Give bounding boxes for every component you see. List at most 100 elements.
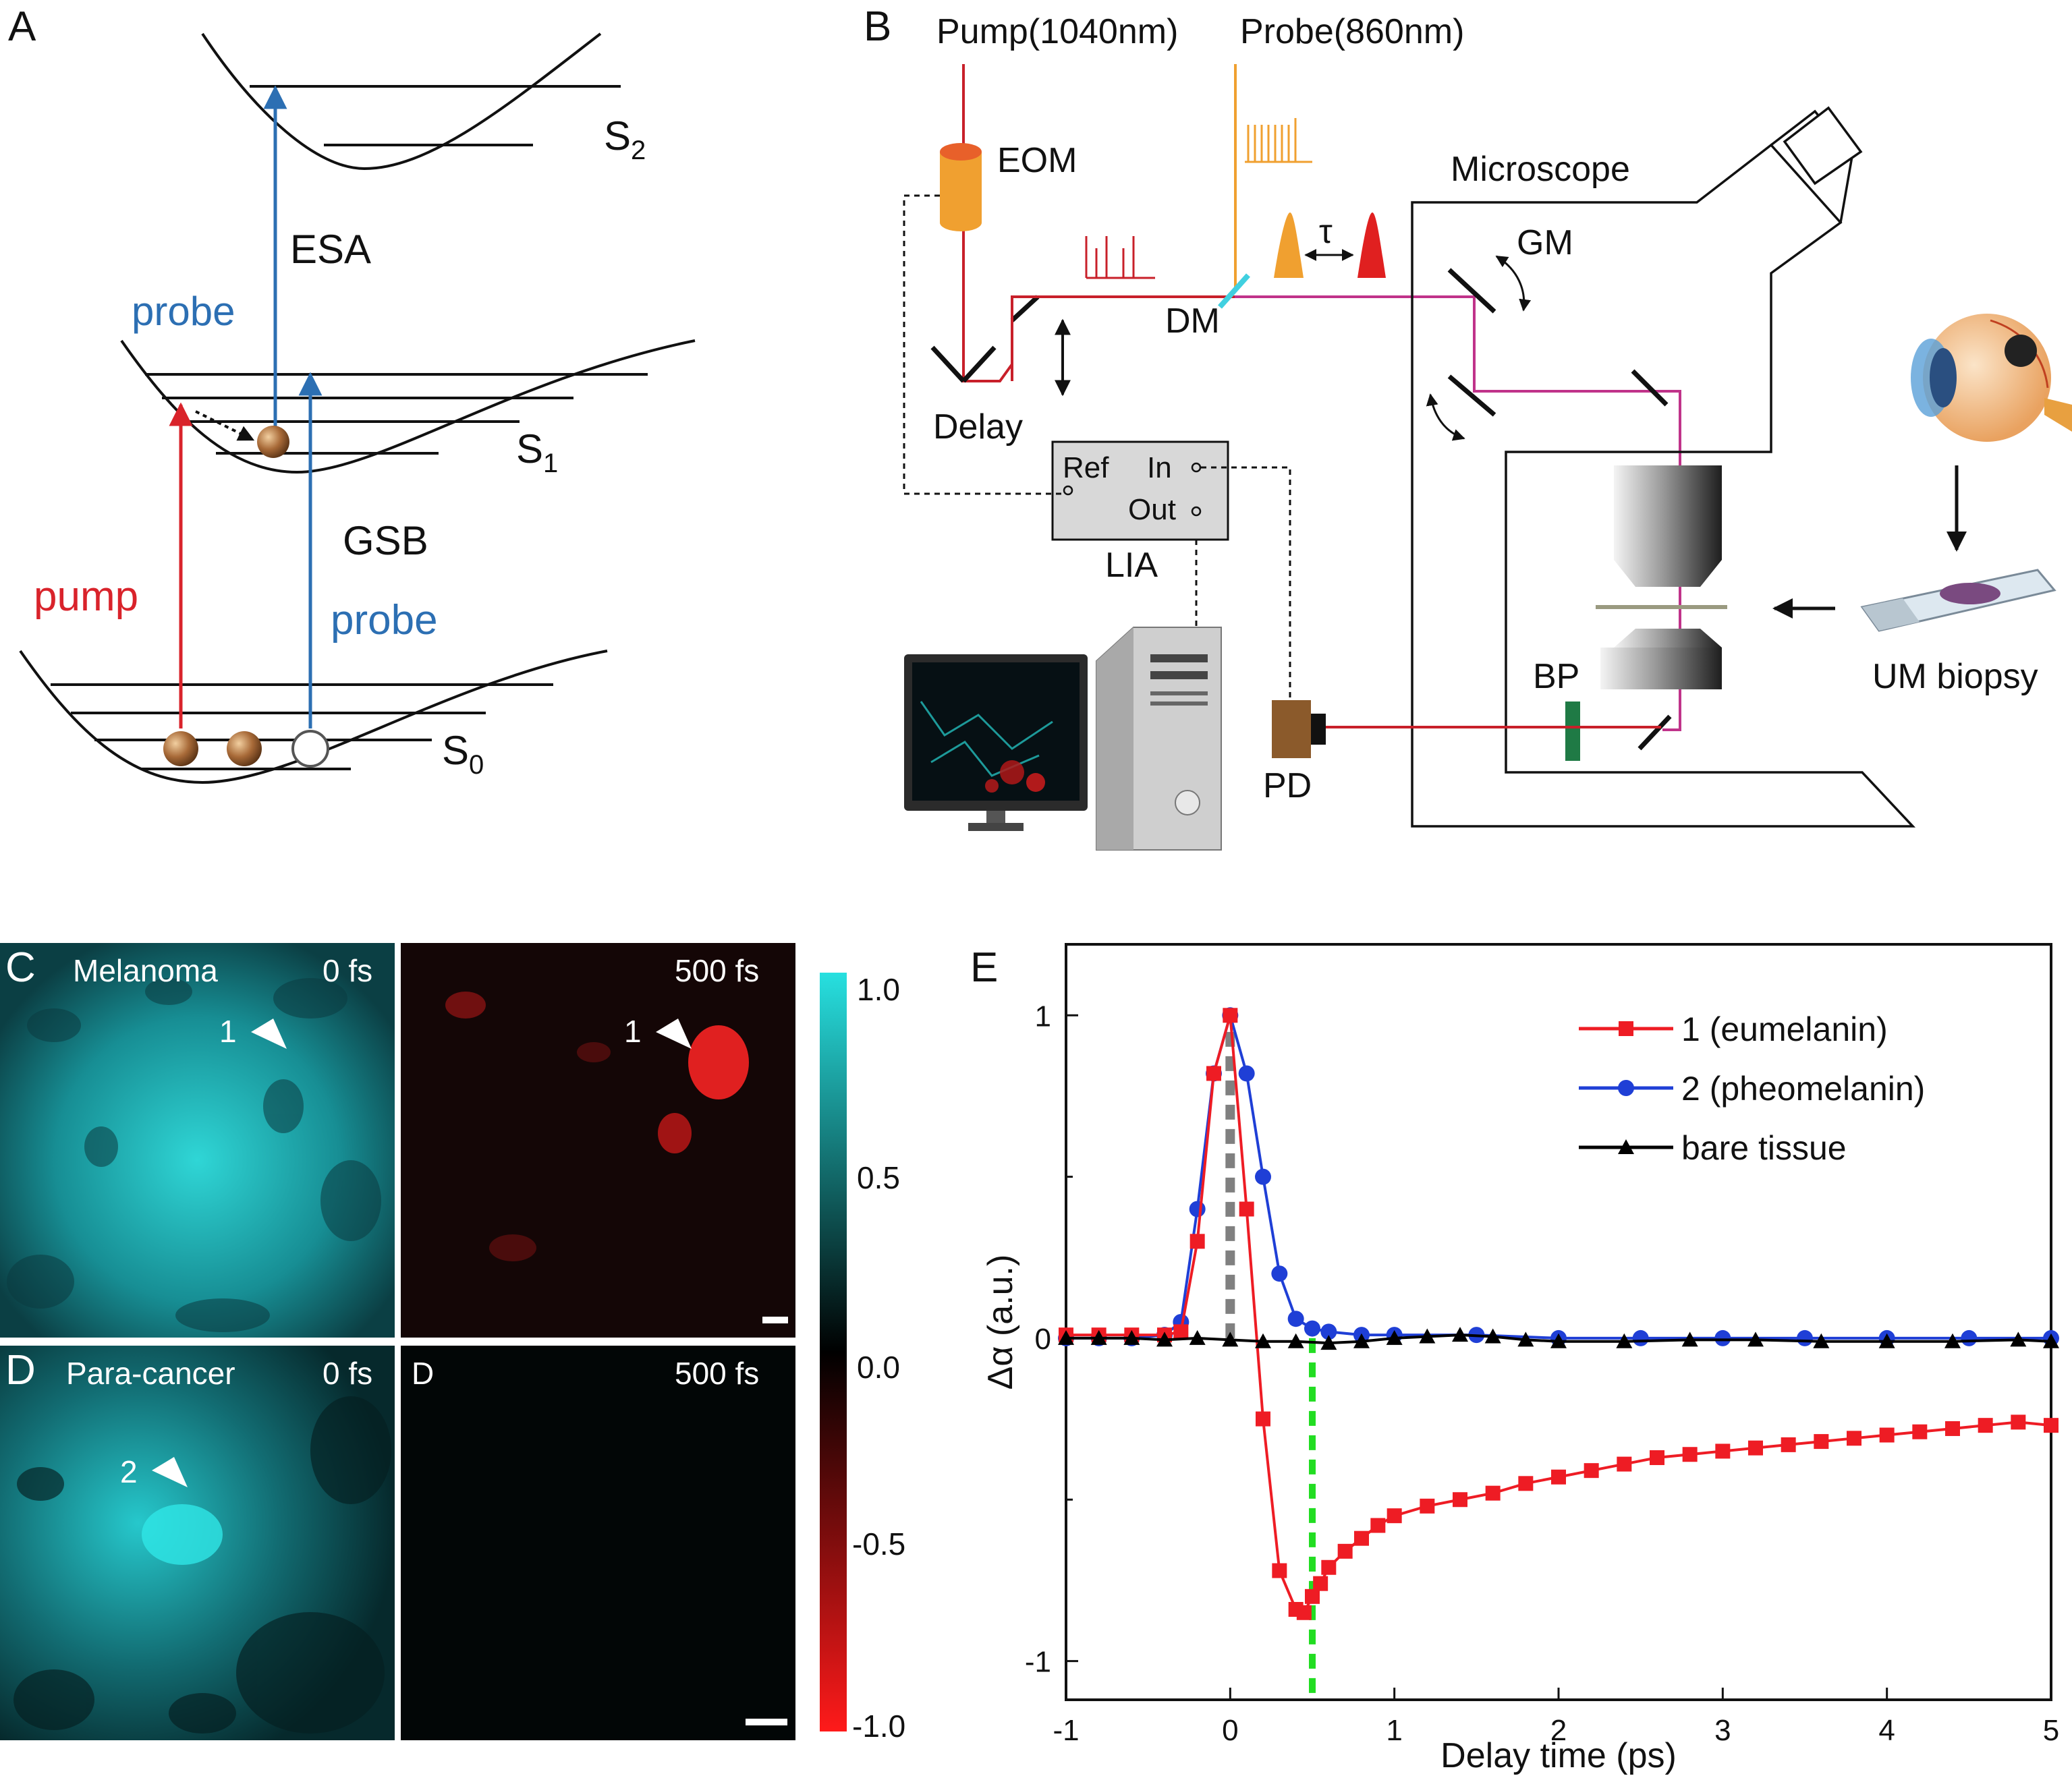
series-2-point-19 — [1813, 1333, 1830, 1348]
dm-label: DM — [1165, 302, 1220, 341]
ref-cable — [903, 194, 1064, 495]
galvo-mirror-1 — [1447, 268, 1496, 314]
series-1-point-9 — [1255, 1168, 1271, 1185]
series-2 — [1058, 1327, 2059, 1350]
pump-beam-to-dm — [1011, 295, 1241, 381]
series-2-point-1 — [1090, 1329, 1107, 1345]
colorbar-tick-1: 1.0 — [857, 972, 900, 1007]
microscope-label: Microscope — [1451, 150, 1630, 189]
colorbar-gradient — [820, 973, 847, 1731]
ground-electron-1 — [163, 731, 198, 766]
series-1 — [1058, 1007, 2059, 1346]
data-series — [1058, 1007, 2059, 1620]
paracancer-marker-label: 2 — [120, 1454, 138, 1489]
paracancer-scale-bar — [746, 1719, 787, 1725]
microscope-mirror-top — [1631, 369, 1669, 407]
series-line-2 — [1066, 1334, 2052, 1345]
eyepiece-tube — [1783, 106, 1863, 185]
galvo-mirror-2 — [1447, 374, 1496, 417]
photodetector-window — [1311, 714, 1326, 745]
delay-mirror-left — [930, 345, 965, 383]
lia-out-port — [1191, 506, 1202, 517]
guide-lines — [1225, 1015, 1316, 1694]
series-0-point-20 — [1420, 1498, 1435, 1514]
melanoma-scale-bar — [762, 1317, 788, 1323]
series-2-point-12 — [1452, 1327, 1468, 1342]
series-2-point-15 — [1550, 1333, 1567, 1348]
series-0-point-12 — [1296, 1605, 1312, 1620]
series-2-point-7 — [1287, 1333, 1304, 1348]
y-axis-ticks: -101 — [1025, 1000, 1078, 1679]
melanoma-0fs-label: 0 fs — [323, 953, 372, 988]
probe-label-upper: probe — [132, 289, 235, 334]
series-0-point-31 — [1781, 1437, 1796, 1452]
computer — [904, 627, 1222, 851]
series-0-point-5 — [1189, 1234, 1205, 1249]
probe-label-lower: probe — [331, 597, 438, 643]
x-tick-label-5: 4 — [1878, 1714, 1895, 1747]
series-0-point-32 — [1814, 1434, 1829, 1450]
paracancer-500fs-label: 500 fs — [675, 1356, 759, 1391]
melanoma-500fs-label: 500 fs — [675, 953, 759, 988]
pd-label: PD — [1263, 766, 1312, 805]
x-tick-label-6: 5 — [2043, 1714, 2059, 1747]
series-2-point-17 — [1681, 1331, 1698, 1347]
series-0-point-35 — [1912, 1424, 1928, 1439]
series-2-point-14 — [1517, 1331, 1534, 1347]
series-0-point-37 — [1978, 1418, 1993, 1433]
series-1-point-12 — [1304, 1320, 1320, 1337]
series-0-point-28 — [1682, 1447, 1698, 1462]
esa-label: ESA — [290, 227, 371, 272]
series-0-point-15 — [1321, 1559, 1337, 1575]
lia-ref-label: Ref — [1063, 451, 1109, 484]
series-0-point-36 — [1945, 1421, 1960, 1436]
series-0-point-30 — [1748, 1440, 1763, 1456]
dichroic-mirror — [1218, 273, 1250, 309]
legend-marker-0 — [1619, 1021, 1633, 1036]
series-0 — [1059, 1008, 2059, 1620]
series-2-point-8 — [1320, 1335, 1337, 1350]
legend-label-2: bare tissue — [1681, 1129, 1847, 1167]
series-2-point-21 — [1944, 1333, 1961, 1348]
condenser-lens — [1600, 648, 1722, 689]
panel-a-label: A — [8, 3, 36, 50]
probe-pulse — [1274, 212, 1304, 278]
galvo-rotation-2 — [1426, 393, 1465, 441]
series-0-point-33 — [1847, 1431, 1861, 1446]
x-tick-label-3: 2 — [1550, 1714, 1567, 1747]
series-2-point-3 — [1156, 1331, 1173, 1347]
series-2-point-9 — [1353, 1333, 1370, 1348]
combined-beam — [1235, 295, 1681, 731]
eom-label: EOM — [997, 141, 1077, 180]
series-2-point-2 — [1123, 1329, 1140, 1345]
melanoma-0fs-texture — [7, 978, 381, 1332]
series-2-point-10 — [1386, 1329, 1403, 1345]
melanoma-marker-right-label: 1 — [624, 1014, 642, 1049]
series-line-1 — [1066, 1010, 2051, 1340]
melanoma-sample-label: Melanoma — [73, 953, 218, 988]
lia-out-label: Out — [1128, 493, 1176, 526]
melanoma-marker-right-arrow — [656, 1019, 692, 1049]
gm-label: GM — [1517, 223, 1573, 262]
legend: 1 (eumelanin)2 (pheomelanin)bare tissue — [1579, 1010, 1925, 1167]
series-0-point-8 — [1239, 1201, 1254, 1217]
plot-frame — [1065, 943, 2052, 1701]
panel-b-label: B — [864, 3, 891, 50]
y-tick-label-2: 1 — [1035, 1000, 1051, 1033]
melanoma-500fs-texture — [445, 992, 749, 1261]
series-line-0 — [1066, 1014, 2052, 1615]
s1-label: S1 — [516, 426, 558, 478]
panel-a: A S2 S1 S0 ESA GSB probe probe — [8, 3, 696, 784]
colorbar-tick-3: 0.0 — [857, 1350, 900, 1385]
pump-label: pump — [34, 573, 138, 620]
series-0-point-22 — [1485, 1485, 1501, 1501]
panel-c: C Melanoma 0 fs 500 fs 1 1 — [0, 943, 795, 1338]
series-1-point-10 — [1271, 1265, 1288, 1282]
ground-hole — [291, 730, 329, 768]
series-0-point-7 — [1223, 1008, 1238, 1023]
photodetector — [1272, 700, 1311, 758]
x-tick-label-2: 1 — [1386, 1714, 1402, 1747]
signal-cable — [1201, 466, 1291, 700]
lia-in-label: In — [1147, 451, 1172, 484]
